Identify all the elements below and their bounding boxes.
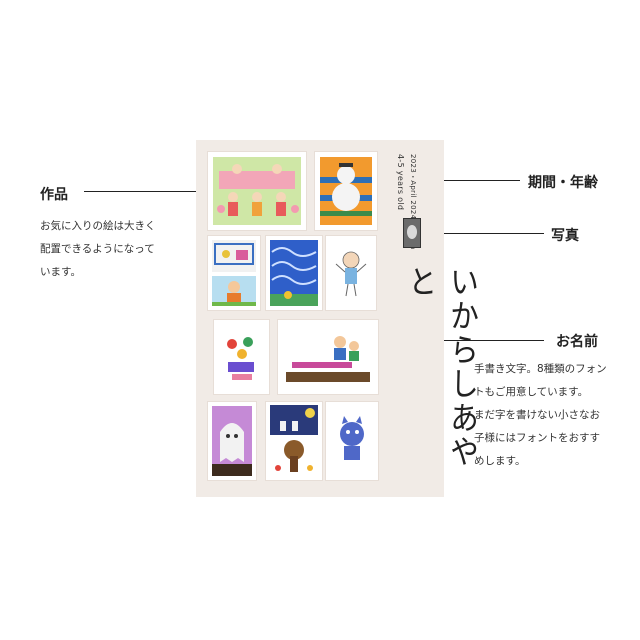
artwork-frame xyxy=(208,402,256,480)
name-desc-line: トもご用意しています。 xyxy=(474,386,589,398)
artwork-frame xyxy=(278,320,378,394)
artwork-frame xyxy=(326,236,376,310)
artwork-figure xyxy=(330,240,372,306)
artwork-monster xyxy=(330,406,374,476)
name-description: 手書き文字。8種類のフォン トもご用意しています。 まだ字を書けない小さなお 子… xyxy=(474,358,607,473)
artwork-frame xyxy=(208,152,306,230)
artwork-frame xyxy=(266,402,322,480)
artwork-waves xyxy=(270,240,318,306)
artwork-desc-line: います。 xyxy=(40,266,81,278)
artwork-desc-line: 配置できるようになって xyxy=(40,243,155,255)
artwork-room xyxy=(212,240,256,272)
artwork-person xyxy=(212,276,256,306)
artwork-frame xyxy=(266,236,322,310)
artwork-pointer-line xyxy=(84,191,212,192)
artwork-family xyxy=(282,324,374,390)
artwork-frame xyxy=(315,152,377,230)
child-photo xyxy=(403,218,421,248)
artwork-tree xyxy=(270,438,318,476)
name-label: お名前 xyxy=(556,334,598,350)
child-photo-face xyxy=(407,225,417,239)
artwork-frame xyxy=(326,402,378,480)
artwork-description: お気に入りの絵は大きく 配置できるようになって います。 xyxy=(40,215,156,284)
artwork-frame xyxy=(214,320,269,394)
period-text: 2023・April 2024・March xyxy=(409,154,417,250)
artwork-flowers xyxy=(218,324,265,390)
child-name-handwriting: いからしあやと xyxy=(404,265,480,469)
artwork-snowman xyxy=(320,157,372,225)
period-age-label: 期間・年齢 xyxy=(528,175,598,191)
photo-pointer-line xyxy=(418,233,544,234)
name-desc-line: 手書き文字。8種類のフォン xyxy=(474,363,607,375)
artwork-dolls xyxy=(213,157,301,225)
artwork-label: 作品 xyxy=(40,187,68,203)
period-pointer-line xyxy=(434,180,520,181)
name-pointer-line xyxy=(434,340,544,341)
album-page: 4-5 years old 2023・April 2024・March いからし… xyxy=(196,140,480,497)
artwork-rabbits xyxy=(270,405,318,435)
name-desc-line: まだ字を書けない小さなお xyxy=(474,409,600,421)
artwork-desc-line: お気に入りの絵は大きく xyxy=(40,220,156,232)
artwork-ghost xyxy=(212,406,252,476)
name-desc-line: めします。 xyxy=(474,455,526,467)
name-desc-line: 子様にはフォントをおすす xyxy=(474,432,600,444)
artwork-frame xyxy=(208,236,260,310)
photo-label: 写真 xyxy=(551,228,579,244)
age-text: 4-5 years old xyxy=(396,154,405,211)
